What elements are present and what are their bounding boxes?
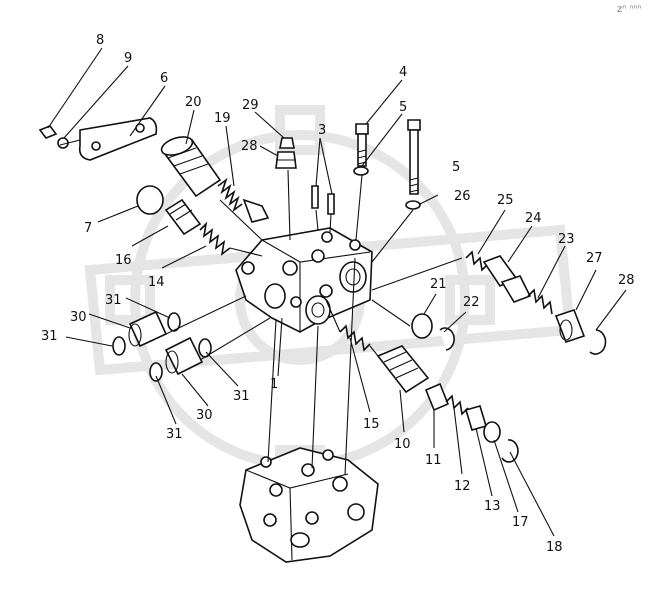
valve-16 xyxy=(164,198,202,236)
callout-19: 19 xyxy=(214,111,231,126)
callout-20: 20 xyxy=(185,95,202,110)
fitting-28 xyxy=(275,151,297,169)
leader-lines xyxy=(47,47,627,537)
snap-ring-18 xyxy=(501,439,519,463)
callout-14: 14 xyxy=(148,275,165,290)
callout-12: 12 xyxy=(454,479,471,494)
callout-13: 13 xyxy=(484,499,501,514)
valve-body xyxy=(235,227,373,333)
snap-ring-22 xyxy=(439,327,455,351)
callout-9: 9 xyxy=(124,51,132,66)
callout-4: 5 xyxy=(452,160,460,175)
callout-8: 8 xyxy=(96,33,104,48)
o-ring-31a xyxy=(112,336,126,356)
spring-19 xyxy=(217,177,270,223)
washer-5a xyxy=(353,166,369,176)
assembly-lines xyxy=(59,139,463,476)
o-ring-31b xyxy=(167,312,181,332)
cover-plate-6 xyxy=(78,117,158,161)
callout-24: 24 xyxy=(525,211,542,226)
callout-3: 4 xyxy=(399,65,407,80)
callout-labels: 8 9 6 20 19 29 28 3 4 5 5 26 7 16 14 25 … xyxy=(41,33,635,555)
callout-30-a: 30 xyxy=(70,310,87,325)
callout-1: 1 xyxy=(270,377,278,392)
callout-11: 11 xyxy=(425,453,442,468)
spool-24 xyxy=(482,255,532,303)
callout-31-d: 31 xyxy=(166,427,183,442)
spring-23 xyxy=(527,288,553,315)
spool-10 xyxy=(376,345,430,394)
callout-6: 6 xyxy=(160,71,168,86)
callout-5b: 26 xyxy=(454,189,471,204)
plug-21 xyxy=(411,313,433,339)
callout-28: 28 xyxy=(241,139,258,154)
sleeve-30b xyxy=(164,336,204,376)
callout-25: 25 xyxy=(497,193,514,208)
spring-25 xyxy=(465,250,489,272)
bolt-3 xyxy=(355,123,369,167)
callout-30-b: 30 xyxy=(196,408,213,423)
callout-10: 10 xyxy=(394,437,411,452)
callout-2: 3 xyxy=(318,123,326,138)
bolt-4 xyxy=(407,119,421,195)
callout-26: 27 xyxy=(586,251,603,266)
callout-31-a: 31 xyxy=(105,293,122,308)
spring-15 xyxy=(339,324,371,352)
callout-23: 23 xyxy=(558,232,575,247)
callout-31-c: 31 xyxy=(233,389,250,404)
callout-16: 16 xyxy=(115,253,132,268)
corner-mark: zⁿ ⁿⁿⁿ xyxy=(617,4,641,15)
washer-5b xyxy=(405,200,421,210)
callout-17: 17 xyxy=(512,515,529,530)
plug-13 xyxy=(465,405,487,431)
callout-18: 18 xyxy=(546,540,563,555)
bolt-8 xyxy=(38,125,58,139)
spring-14 xyxy=(199,221,231,256)
o-ring-7 xyxy=(136,185,164,215)
snap-ring-27 xyxy=(589,329,607,355)
lower-housing xyxy=(239,447,379,563)
o-ring-31c xyxy=(149,362,163,382)
plug-26 xyxy=(554,308,586,344)
spring-12 xyxy=(445,394,469,416)
callout-29: 29 xyxy=(242,98,259,113)
plug-29 xyxy=(279,137,295,149)
piston-11 xyxy=(424,382,450,412)
spool-20 xyxy=(160,136,222,198)
callout-27: 28 xyxy=(618,273,635,288)
callout-31-b: 31 xyxy=(41,329,58,344)
callout-22: 22 xyxy=(463,295,480,310)
callout-5a: 5 xyxy=(399,100,407,115)
o-ring-17 xyxy=(483,421,501,443)
callout-7: 7 xyxy=(84,221,92,236)
callout-15: 15 xyxy=(363,417,380,432)
callout-21: 21 xyxy=(430,277,447,292)
